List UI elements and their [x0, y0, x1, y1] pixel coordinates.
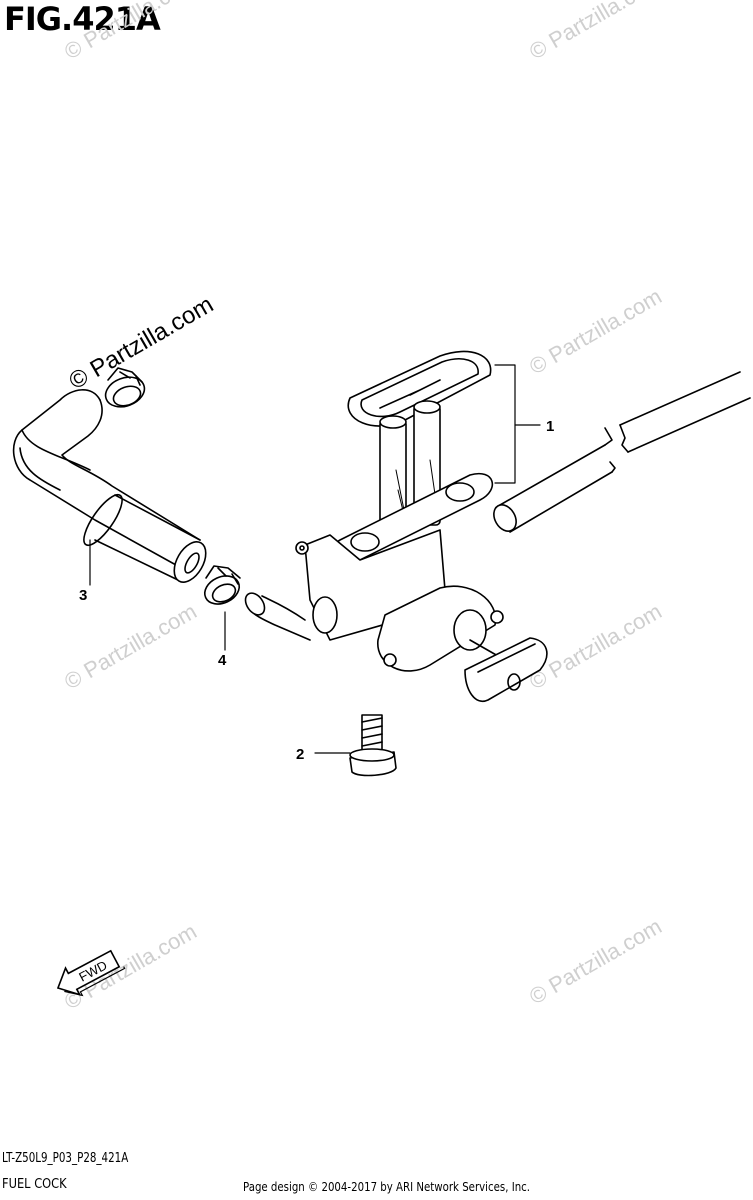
callout-3: 3	[79, 587, 87, 604]
model-code: LT-Z50L9_P03_P28_421A	[2, 1151, 129, 1166]
hose-clamp-upper	[104, 367, 146, 408]
watermark-text: © Partzilla.com	[525, 599, 666, 695]
section-name: FUEL COCK	[2, 1177, 67, 1192]
figure-title: FIG.421A	[4, 0, 161, 38]
watermark-text: © Partzilla.com	[525, 0, 666, 64]
gasket	[347, 350, 492, 427]
leader-lines	[89, 364, 541, 754]
hose-clamp-part-4	[203, 565, 241, 605]
watermark-text: © Partzilla.com	[60, 599, 201, 695]
hose-elbow-part-3	[12, 389, 207, 583]
fuel-hose-straight	[493, 371, 751, 533]
bolt-part-2	[349, 714, 397, 777]
watermark-text: © Partzilla.com	[65, 291, 219, 395]
watermark-text: © Partzilla.com	[525, 914, 666, 1010]
callout-4: 4	[218, 652, 227, 669]
callout-1: 1	[546, 418, 554, 435]
watermark-text: © Partzilla.com	[525, 284, 666, 380]
copyright-text: Page design © 2004-2017 by ARI Network S…	[243, 1180, 531, 1194]
callout-2: 2	[296, 746, 304, 763]
watermark-text: © Partzilla.com	[60, 0, 201, 64]
fuel-cock-part-1	[244, 400, 548, 703]
